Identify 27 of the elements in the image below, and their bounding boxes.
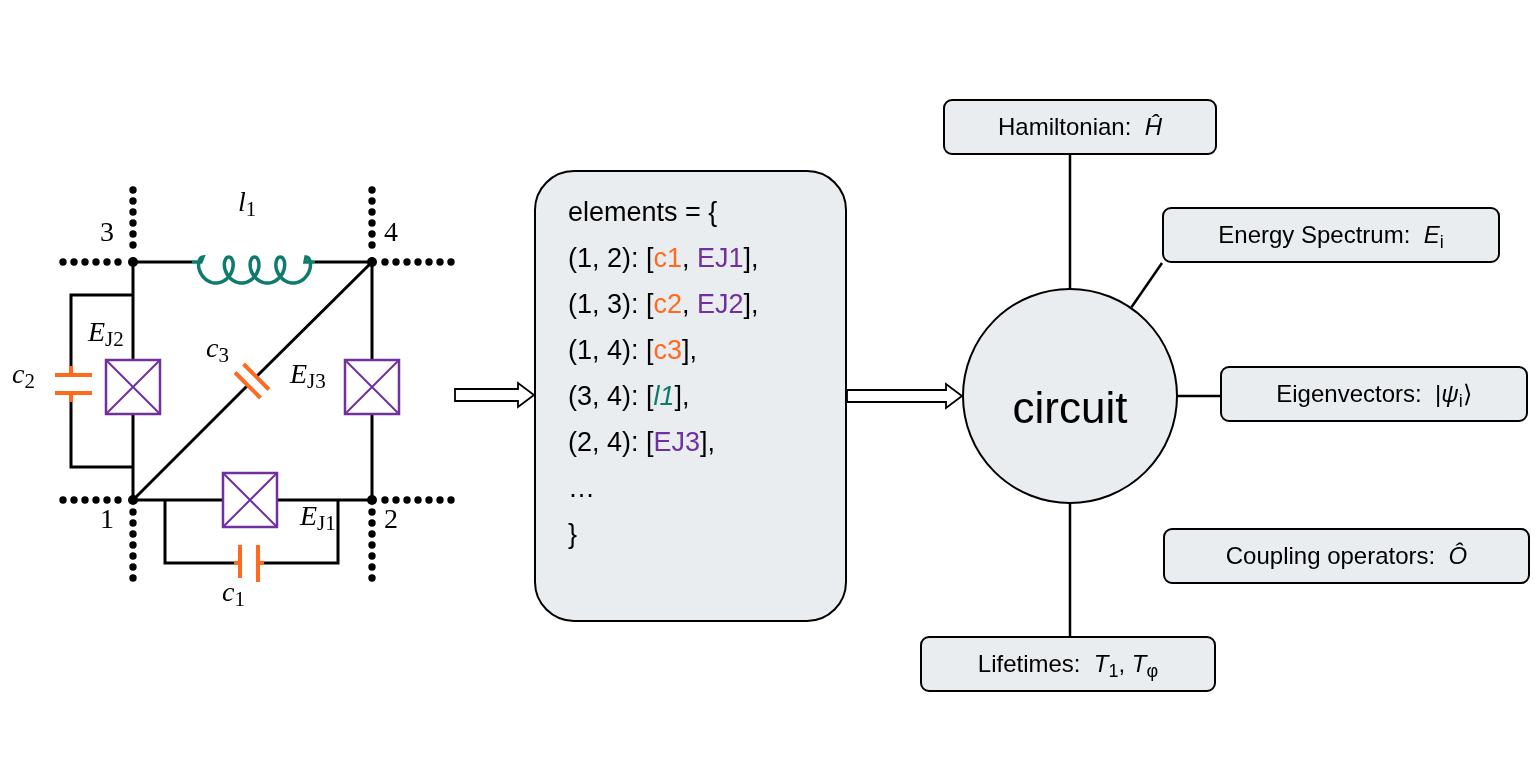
output-box [1220,366,1528,422]
code-line: elements = { [568,196,718,229]
code-line: … [568,472,595,505]
output-label: Energy Spectrum: E$_{i}$ [1218,220,1444,253]
code-line: (3, 4): [l1], [568,380,690,413]
circle-label: circuit [1012,386,1128,430]
connector-line [1178,394,1220,398]
code-line: (1, 2): [c1, EJ1], [568,242,759,275]
component-label: c$_{1}$ [222,578,245,606]
output-label: Eigenvectors: |ψ$_{i}$⟩ [1276,379,1472,412]
code-line: (2, 4): [EJ3], [568,426,716,459]
code-line: (1, 4): [c3], [568,334,698,367]
code-line: (1, 3): [c2, EJ2], [568,288,759,321]
output-label: Coupling operators: Ô [1225,541,1468,571]
hollow-arrow [846,382,964,410]
output-box [1162,207,1500,263]
connector-line [1130,262,1164,308]
output-box [943,99,1217,155]
hollow-arrow [454,381,536,409]
output-label: Hamiltonian: Ĥ [997,112,1163,142]
output-label: Lifetimes: T$_{1}$, T$_{φ}$ [977,649,1159,682]
connector-line [1068,504,1072,636]
output-box [920,636,1216,692]
code-box [534,170,847,622]
code-line: } [568,518,578,551]
output-box [1163,528,1530,584]
connector-line [1068,155,1072,288]
